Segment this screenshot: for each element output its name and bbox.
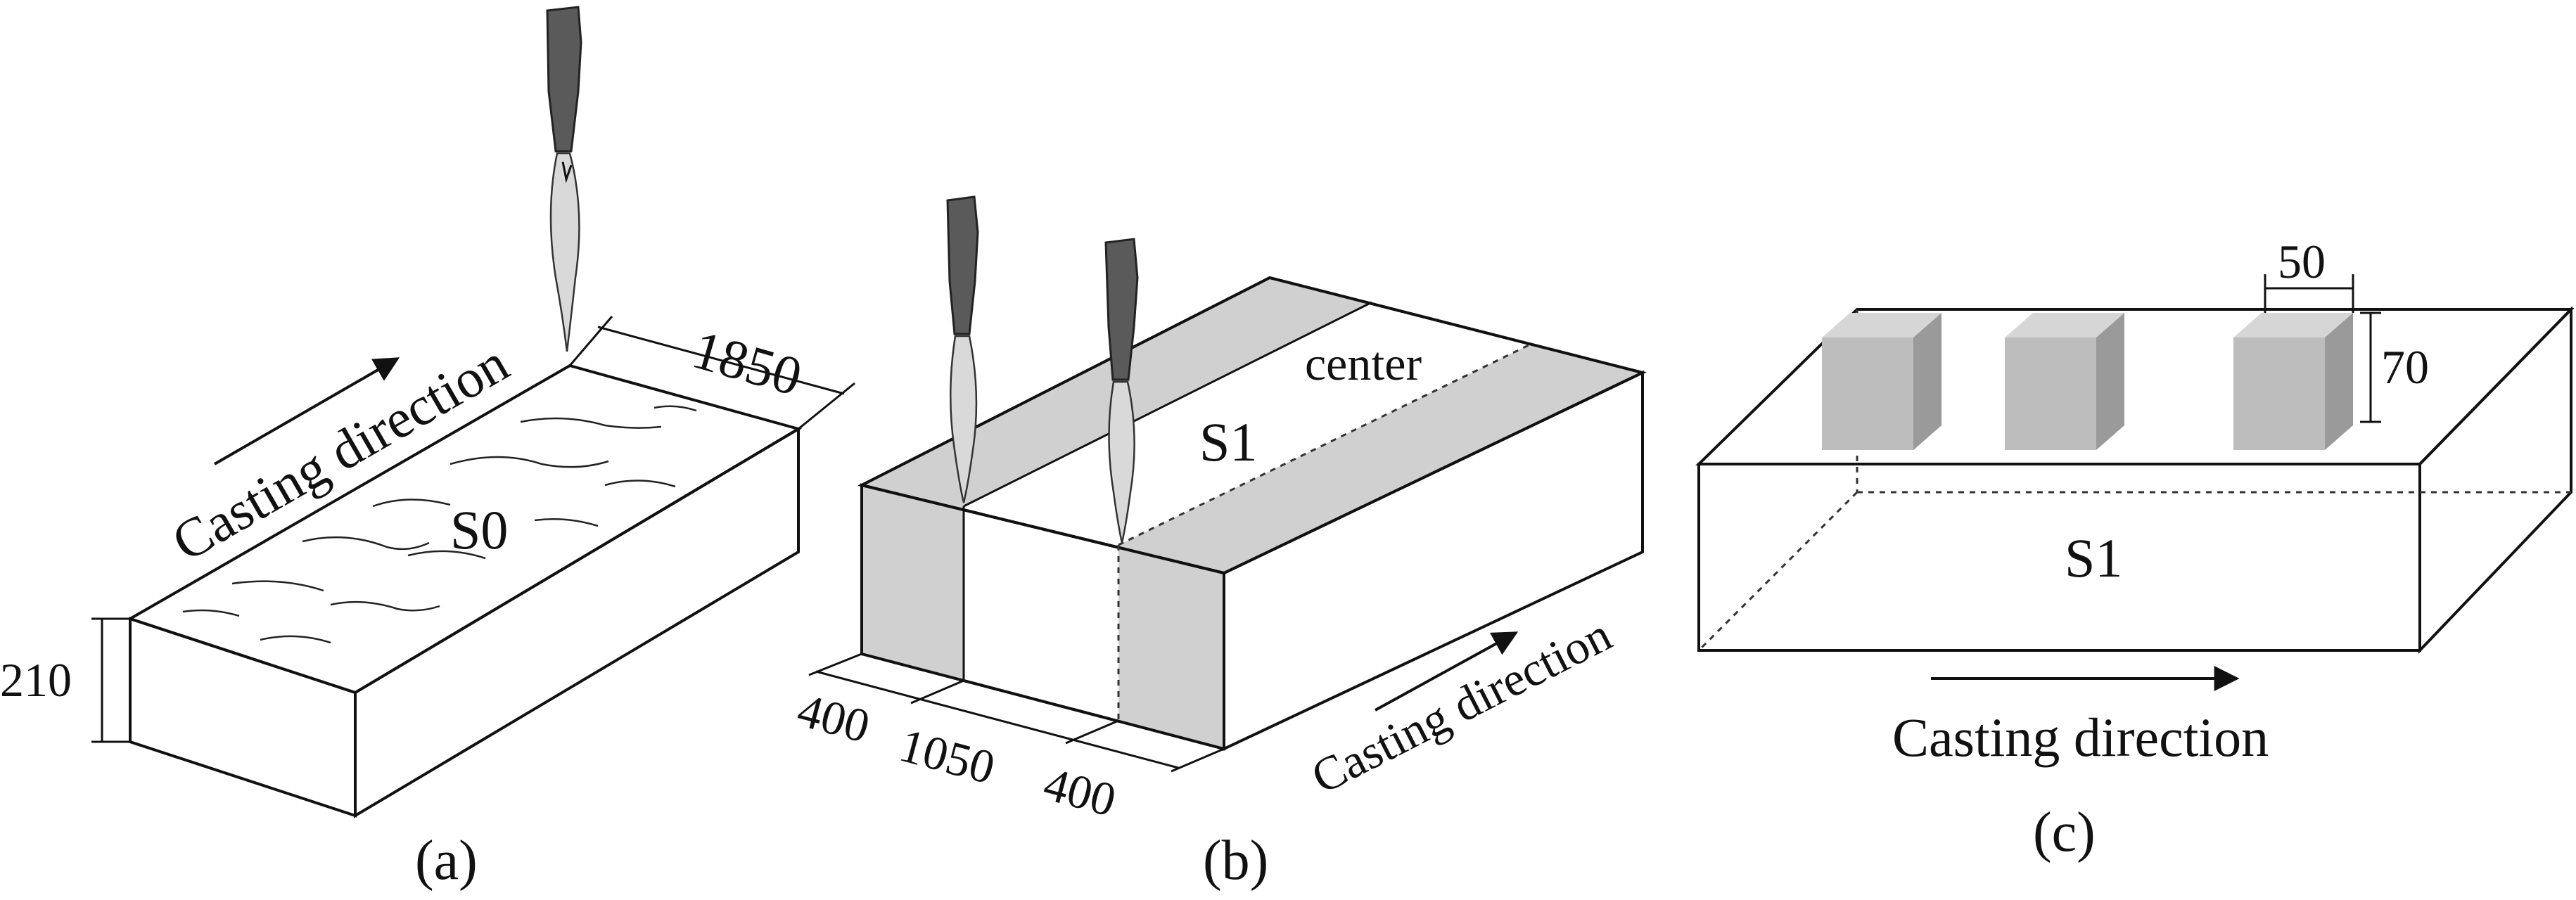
caption-b: (b) <box>1203 830 1268 892</box>
dimension-label-1050: 1050 <box>894 718 1000 795</box>
panel-c: 50 70 S1 Casting direction (c) <box>1695 235 2575 863</box>
caption-a: (a) <box>415 830 478 892</box>
torch-flame-icon <box>949 335 978 503</box>
dimension-label-400-left: 400 <box>792 683 875 753</box>
dimension-label-400-right: 400 <box>1038 757 1121 827</box>
cutting-torch-a <box>546 6 582 352</box>
slab-label-s1-c: S1 <box>2065 527 2122 589</box>
surface-cracks <box>182 405 697 644</box>
casting-direction-label-c: Casting direction <box>1892 707 2269 768</box>
sample-cube-1 <box>1822 313 1941 450</box>
slab-side-face-c <box>2418 306 2572 654</box>
panel-a: Casting direction S0 1850 210 (a) <box>0 6 855 892</box>
dimension-label-70: 70 <box>2381 340 2429 394</box>
sample-cube-2 <box>2005 313 2124 450</box>
dimension-label-1850: 1850 <box>686 319 808 408</box>
torch-nozzle-icon <box>546 6 582 153</box>
casting-direction-arrow-b <box>1375 631 1519 712</box>
slab-label-s1-b: S1 <box>1199 411 1257 472</box>
cutting-torch-b-left <box>946 195 979 503</box>
panel-b: center S1 Casting direction 400 1050 400… <box>792 195 1647 892</box>
center-label: center <box>1305 337 1422 390</box>
shaded-edge-strip-right-front <box>1118 545 1224 749</box>
dimension-width-a: 1850 <box>568 316 855 430</box>
slab-label-s0: S0 <box>450 499 508 560</box>
sample-cube-3 <box>2233 313 2353 450</box>
torch-flame-icon <box>1108 380 1135 544</box>
caption-c: (c) <box>2033 802 2096 863</box>
torch-nozzle-icon <box>1104 238 1139 381</box>
shaded-edge-strip-right-top <box>1118 345 1643 573</box>
dimension-label-50: 50 <box>2278 235 2326 288</box>
casting-direction-arrow-a <box>214 357 400 465</box>
dimension-thickness-a: 210 <box>0 617 130 743</box>
slab-s0 <box>127 364 803 818</box>
slab-s0-front-face <box>129 617 357 818</box>
dimension-label-210: 210 <box>0 653 72 707</box>
shaded-edge-strip-left-front <box>862 485 964 681</box>
torch-nozzle-icon <box>946 195 979 335</box>
dimension-sample-width: 50 <box>2264 235 2354 313</box>
cutting-torch-b-right <box>1104 238 1139 544</box>
dimension-sample-height: 70 <box>2360 311 2429 423</box>
slab-s0-side-face <box>354 426 800 818</box>
torch-flame-icon <box>549 152 580 352</box>
